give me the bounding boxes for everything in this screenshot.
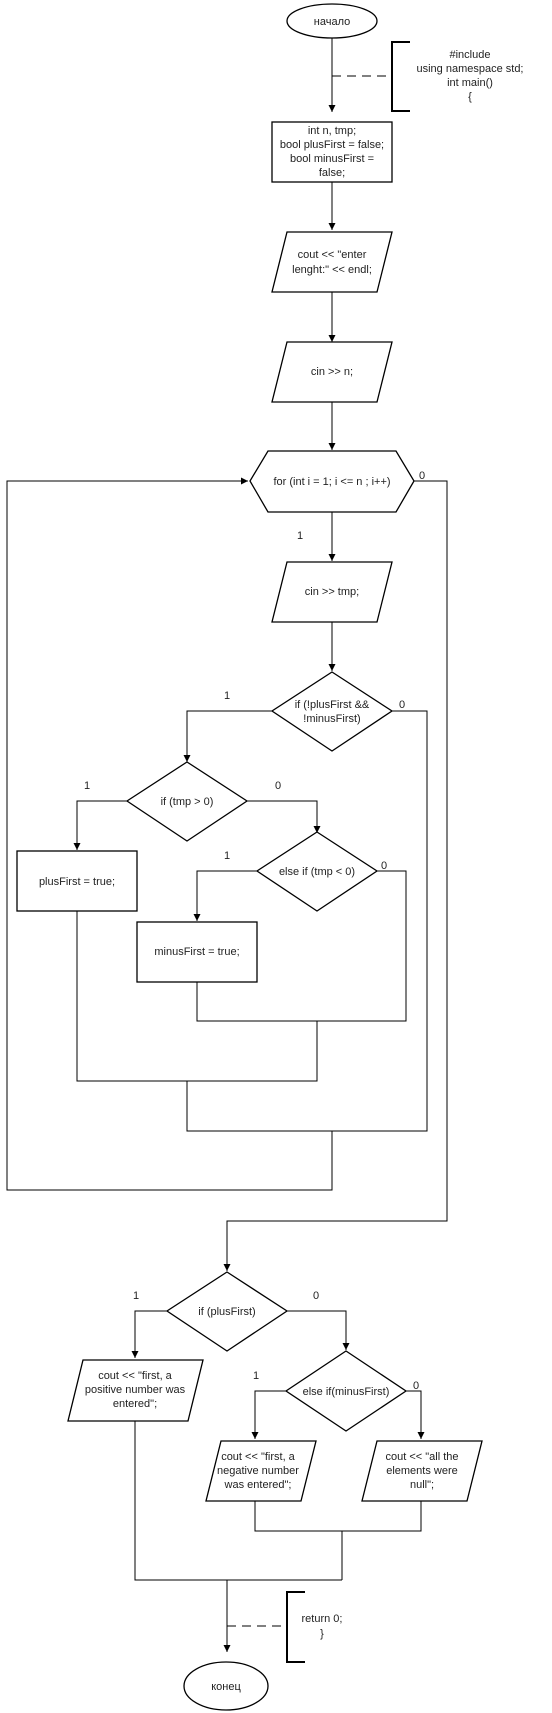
- edge-loop-exit: [223, 480, 448, 1271]
- declarations-process: int n, tmp; bool plusFirst = false; bool…: [271, 121, 393, 183]
- cond-none-line-2: !minusFirst): [303, 713, 360, 725]
- edge-pf-true: [131, 1310, 167, 1358]
- decl-line-3: bool minusFirst =: [290, 153, 374, 165]
- edge-condneg-false: [196, 870, 407, 1022]
- end-label: конец: [211, 1681, 241, 1693]
- loop-true-label: 1: [297, 530, 303, 542]
- decision-positive: if (tmp > 0): [125, 761, 249, 842]
- start-label: начало: [314, 16, 350, 28]
- read-n-input: cin >> n;: [271, 341, 393, 403]
- includes-line-2: using namespace std;: [416, 63, 523, 75]
- decision-plus-first: if (plusFirst): [165, 1271, 289, 1352]
- edge-loop-back: [6, 477, 333, 1191]
- start-terminator: начало: [286, 3, 378, 39]
- set-plus-first-process: plusFirst = true;: [16, 850, 138, 912]
- connectors: [6, 38, 448, 1652]
- prompt-line-1: cout << "enter: [298, 249, 367, 261]
- return-line-2: }: [320, 1628, 324, 1640]
- out-neg-line-2: negative number: [217, 1465, 299, 1477]
- edge-outpos-merge: [134, 1421, 342, 1581]
- edge-condnone-true: [183, 710, 272, 762]
- output-positive-first: cout << "first, a positive number was en…: [67, 1359, 204, 1422]
- cond-neg-label: else if (tmp < 0): [279, 866, 355, 878]
- pos-false-label: 0: [275, 780, 281, 792]
- edge-condneg-true: [193, 870, 257, 921]
- out-null-line-3: null";: [410, 1479, 434, 1491]
- cond-minus-first-label: else if(minusFirst): [303, 1386, 390, 1398]
- decl-line-2: bool plusFirst = false;: [280, 139, 384, 151]
- edge-pf-false: [287, 1310, 350, 1350]
- out-neg-line-3: was entered";: [224, 1479, 292, 1491]
- pf-true-label: 1: [133, 1290, 139, 1302]
- edge-out-merge: [254, 1501, 422, 1532]
- edge-condpos-false: [247, 800, 321, 833]
- for-loop: for (int i = 1; i <= n ; i++): [249, 450, 415, 513]
- out-neg-line-1: cout << "first, a: [221, 1451, 295, 1463]
- loop-false-label: 0: [419, 470, 425, 482]
- decision-minus-first: else if(minusFirst): [284, 1350, 408, 1432]
- mf-false-label: 0: [413, 1380, 419, 1392]
- read-tmp-input: cin >> tmp;: [271, 561, 393, 623]
- edge-mf-false: [406, 1390, 425, 1439]
- none-true-label: 1: [224, 690, 230, 702]
- cond-pos-label: if (tmp > 0): [161, 796, 214, 808]
- for-loop-label: for (int i = 1; i <= n ; i++): [273, 476, 390, 488]
- neg-true-label: 1: [224, 850, 230, 862]
- prompt-output: cout << "enter lenght:" << endl;: [271, 231, 393, 293]
- decision-negative: else if (tmp < 0): [255, 831, 379, 912]
- output-all-null: cout << "all the elements were null";: [361, 1440, 483, 1502]
- decl-line-4: false;: [319, 167, 345, 179]
- read-n-label: cin >> n;: [311, 366, 353, 378]
- read-tmp-label: cin >> tmp;: [305, 586, 359, 598]
- set-minus-label: minusFirst = true;: [154, 946, 239, 958]
- edge-mf-true: [251, 1390, 286, 1439]
- out-null-line-1: cout << "all the: [385, 1451, 458, 1463]
- pos-true-label: 1: [84, 780, 90, 792]
- return-line-1: return 0;: [302, 1613, 343, 1625]
- pf-false-label: 0: [313, 1290, 319, 1302]
- cond-none-line-1: if (!plusFirst &&: [295, 699, 370, 711]
- includes-line-1: #include: [450, 49, 491, 61]
- edge-condnone-false: [186, 710, 428, 1132]
- return-annotation: return 0; }: [286, 1591, 343, 1663]
- decision-none-set: if (!plusFirst && !minusFirst): [270, 671, 394, 752]
- prompt-line-2: lenght:" << endl;: [292, 264, 372, 276]
- includes-annotation: #include using namespace std; int main()…: [391, 41, 524, 112]
- set-plus-label: plusFirst = true;: [39, 876, 115, 888]
- set-minus-first-process: minusFirst = true;: [136, 921, 258, 983]
- out-pos-line-2: positive number was: [85, 1384, 186, 1396]
- edge-setplus-merge: [76, 910, 318, 1082]
- includes-line-3: int main(): [447, 77, 493, 89]
- none-false-label: 0: [399, 699, 405, 711]
- mf-true-label: 1: [253, 1370, 259, 1382]
- output-negative-first: cout << "first, a negative number was en…: [205, 1440, 317, 1502]
- end-terminator: конец: [183, 1661, 269, 1711]
- out-pos-line-1: cout << "first, a: [98, 1370, 172, 1382]
- out-null-line-2: elements were: [386, 1465, 458, 1477]
- cond-plus-first-label: if (plusFirst): [198, 1306, 255, 1318]
- neg-false-label: 0: [381, 860, 387, 872]
- decl-line-1: int n, tmp;: [308, 125, 356, 137]
- edge-condpos-true: [73, 800, 127, 850]
- out-pos-line-3: entered";: [113, 1398, 157, 1410]
- includes-line-4: {: [468, 91, 472, 103]
